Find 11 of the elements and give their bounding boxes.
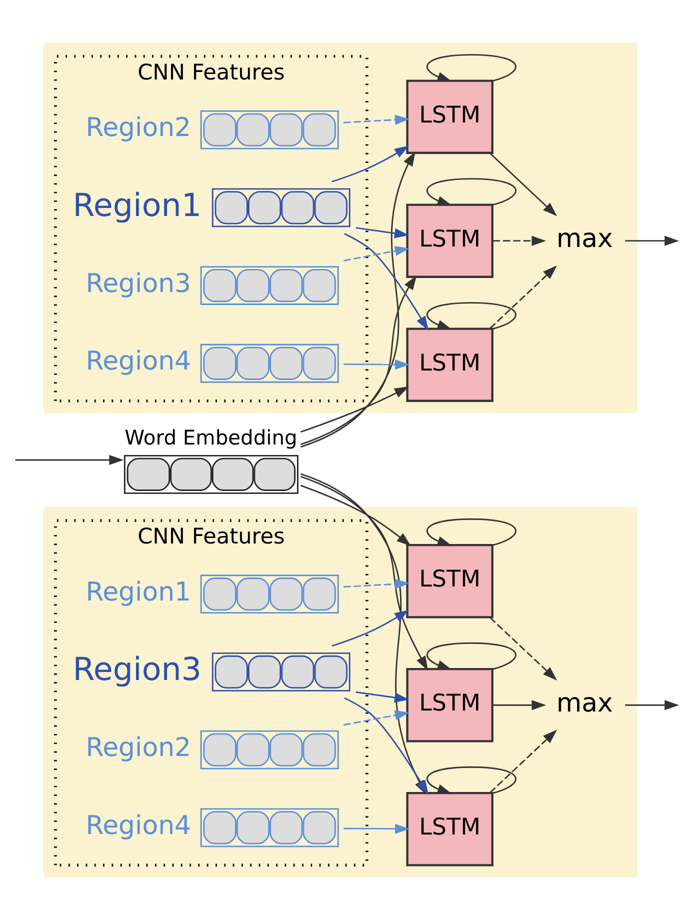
node-text: max: [556, 688, 613, 718]
node-label: Region3: [72, 652, 202, 688]
node-text: max: [556, 224, 613, 254]
node-label: Region2: [86, 112, 192, 143]
node-label: Region4: [86, 810, 192, 841]
node-label: Region4: [86, 346, 192, 376]
node-label: Region1: [72, 187, 202, 224]
node-label: Region2: [86, 732, 192, 763]
node-label: Region3: [86, 268, 192, 298]
node-label: Word Embedding: [124, 424, 298, 449]
node-label: Region1: [86, 576, 192, 607]
